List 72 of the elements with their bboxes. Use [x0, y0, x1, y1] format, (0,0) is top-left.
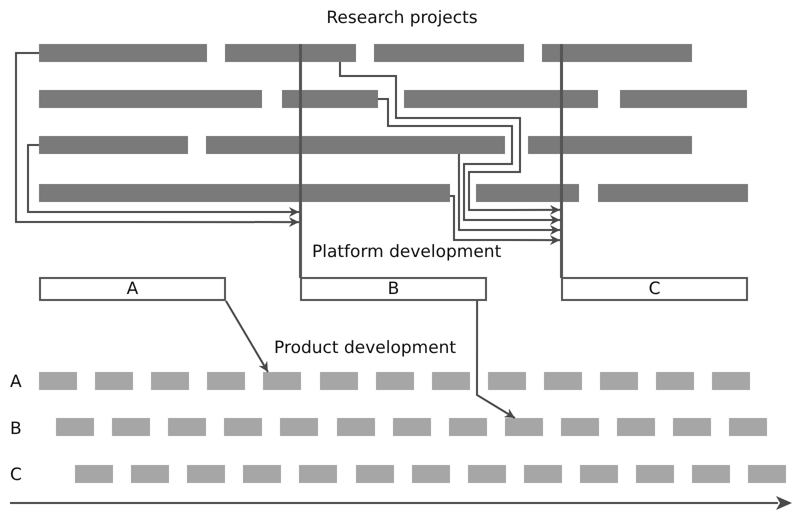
platform-start-line — [560, 44, 563, 278]
product-bar — [524, 465, 562, 483]
section-heading: Research projects — [326, 8, 478, 28]
arrow — [15, 52, 299, 228]
platform-start-line — [299, 44, 302, 278]
research-bar — [598, 184, 748, 202]
arrow — [476, 301, 516, 419]
product-bar — [299, 465, 337, 483]
research-bar — [476, 184, 579, 202]
row-label: B — [10, 419, 22, 439]
arrow — [27, 144, 299, 217]
platform-box: C — [561, 277, 748, 301]
product-bar — [636, 465, 674, 483]
arrow — [225, 300, 269, 373]
product-bar — [412, 465, 450, 483]
research-bar — [39, 184, 450, 202]
arrow — [458, 154, 560, 236]
research-bar — [39, 136, 188, 154]
platform-box: A — [39, 277, 226, 301]
platform-box: B — [300, 277, 487, 301]
research-bar — [620, 90, 747, 108]
product-bar — [168, 418, 206, 436]
product-bar — [356, 465, 394, 483]
product-bar — [692, 465, 730, 483]
product-bar — [263, 372, 301, 390]
product-bar — [505, 418, 543, 436]
product-bar — [617, 418, 655, 436]
product-bar — [488, 372, 526, 390]
product-bar — [580, 465, 618, 483]
product-bar — [75, 465, 113, 483]
product-bar — [600, 372, 638, 390]
product-bar — [449, 418, 487, 436]
row-label: C — [10, 465, 22, 485]
research-bar — [542, 44, 692, 62]
research-bar — [404, 90, 598, 108]
product-bar — [131, 465, 169, 483]
product-bar — [337, 418, 375, 436]
product-bar — [656, 372, 694, 390]
section-heading: Platform development — [312, 242, 502, 262]
product-bar — [468, 465, 506, 483]
product-bar — [748, 465, 786, 483]
arrow — [378, 98, 560, 225]
arrow — [339, 62, 560, 215]
research-bar — [39, 44, 207, 62]
research-bar — [225, 44, 356, 62]
research-bar — [206, 136, 505, 154]
product-bar — [712, 372, 750, 390]
product-bar — [544, 372, 582, 390]
product-bar — [376, 372, 414, 390]
product-bar — [151, 372, 189, 390]
product-bar — [56, 418, 94, 436]
product-bar — [224, 418, 262, 436]
product-bar — [112, 418, 150, 436]
product-bar — [320, 372, 358, 390]
row-label: A — [10, 372, 22, 392]
research-bar — [282, 90, 378, 108]
product-bar — [39, 372, 77, 390]
product-bar — [280, 418, 318, 436]
product-bar — [187, 465, 225, 483]
product-bar — [207, 372, 245, 390]
section-heading: Product development — [274, 338, 456, 358]
product-bar — [393, 418, 431, 436]
product-bar — [673, 418, 711, 436]
arrow — [450, 195, 560, 246]
product-bar — [432, 372, 470, 390]
research-bar — [528, 136, 692, 154]
product-bar — [729, 418, 767, 436]
product-bar — [95, 372, 133, 390]
research-bar — [374, 44, 524, 62]
product-bar — [561, 418, 599, 436]
product-bar — [243, 465, 281, 483]
research-bar — [39, 90, 262, 108]
